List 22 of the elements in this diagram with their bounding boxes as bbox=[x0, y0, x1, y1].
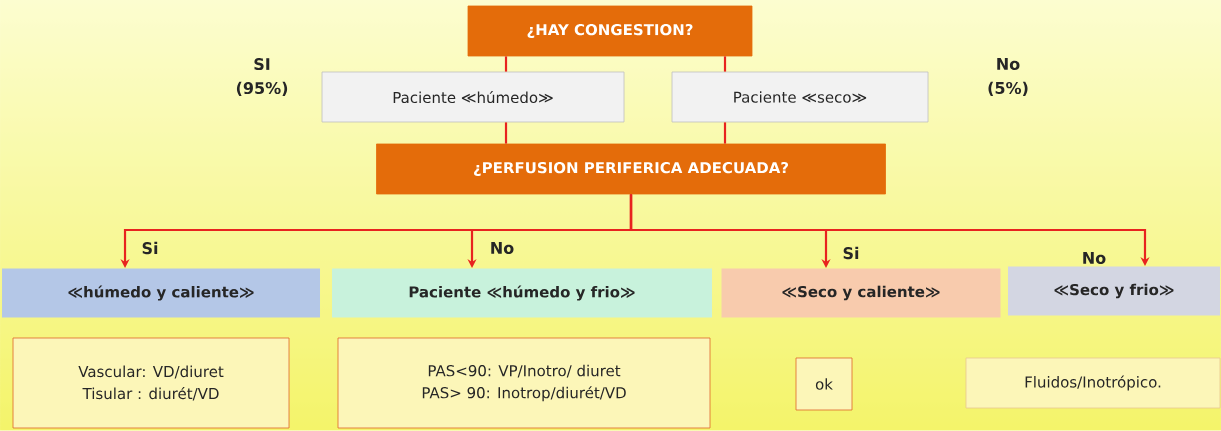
edge-label: Si bbox=[142, 241, 158, 255]
patient-box: Paciente ≪seco≫ bbox=[671, 71, 929, 123]
connector-line bbox=[504, 122, 508, 144]
connector-line bbox=[723, 56, 727, 72]
outcome-box: ≪húmedo y caliente≫ bbox=[2, 268, 320, 318]
branch-label: No (5%) bbox=[988, 58, 1028, 96]
question-box: ¿HAY CONGESTION? bbox=[467, 5, 753, 57]
treatment-box: Fluidos/Inotrópico. bbox=[965, 357, 1221, 409]
treatment-box: Vascular: VD/diuret Tisular : diurét/VD bbox=[12, 337, 290, 429]
treatment-box: PAS<90: VP/Inotro/ diuret PAS> 90: Inotrop/diurét/VD bbox=[337, 337, 711, 429]
edge-label: Si bbox=[843, 246, 859, 260]
connector-line bbox=[723, 122, 727, 144]
edge-label: No bbox=[1083, 252, 1106, 264]
patient-box: Paciente ≪húmedo≫ bbox=[321, 71, 625, 123]
edge-label: No bbox=[491, 242, 514, 254]
question-box: ¿PERFUSION PERIFERICA ADECUADA? bbox=[376, 143, 886, 195]
connector-line bbox=[504, 56, 508, 72]
branch-label: SI (95%) bbox=[236, 58, 288, 96]
outcome-box: Paciente ≪húmedo y frio≫ bbox=[332, 268, 712, 318]
treatment-box: ok bbox=[795, 357, 853, 411]
outcome-box: ≪Seco y caliente≫ bbox=[721, 268, 1001, 318]
outcome-box: ≪Seco y frio≫ bbox=[1008, 266, 1220, 316]
